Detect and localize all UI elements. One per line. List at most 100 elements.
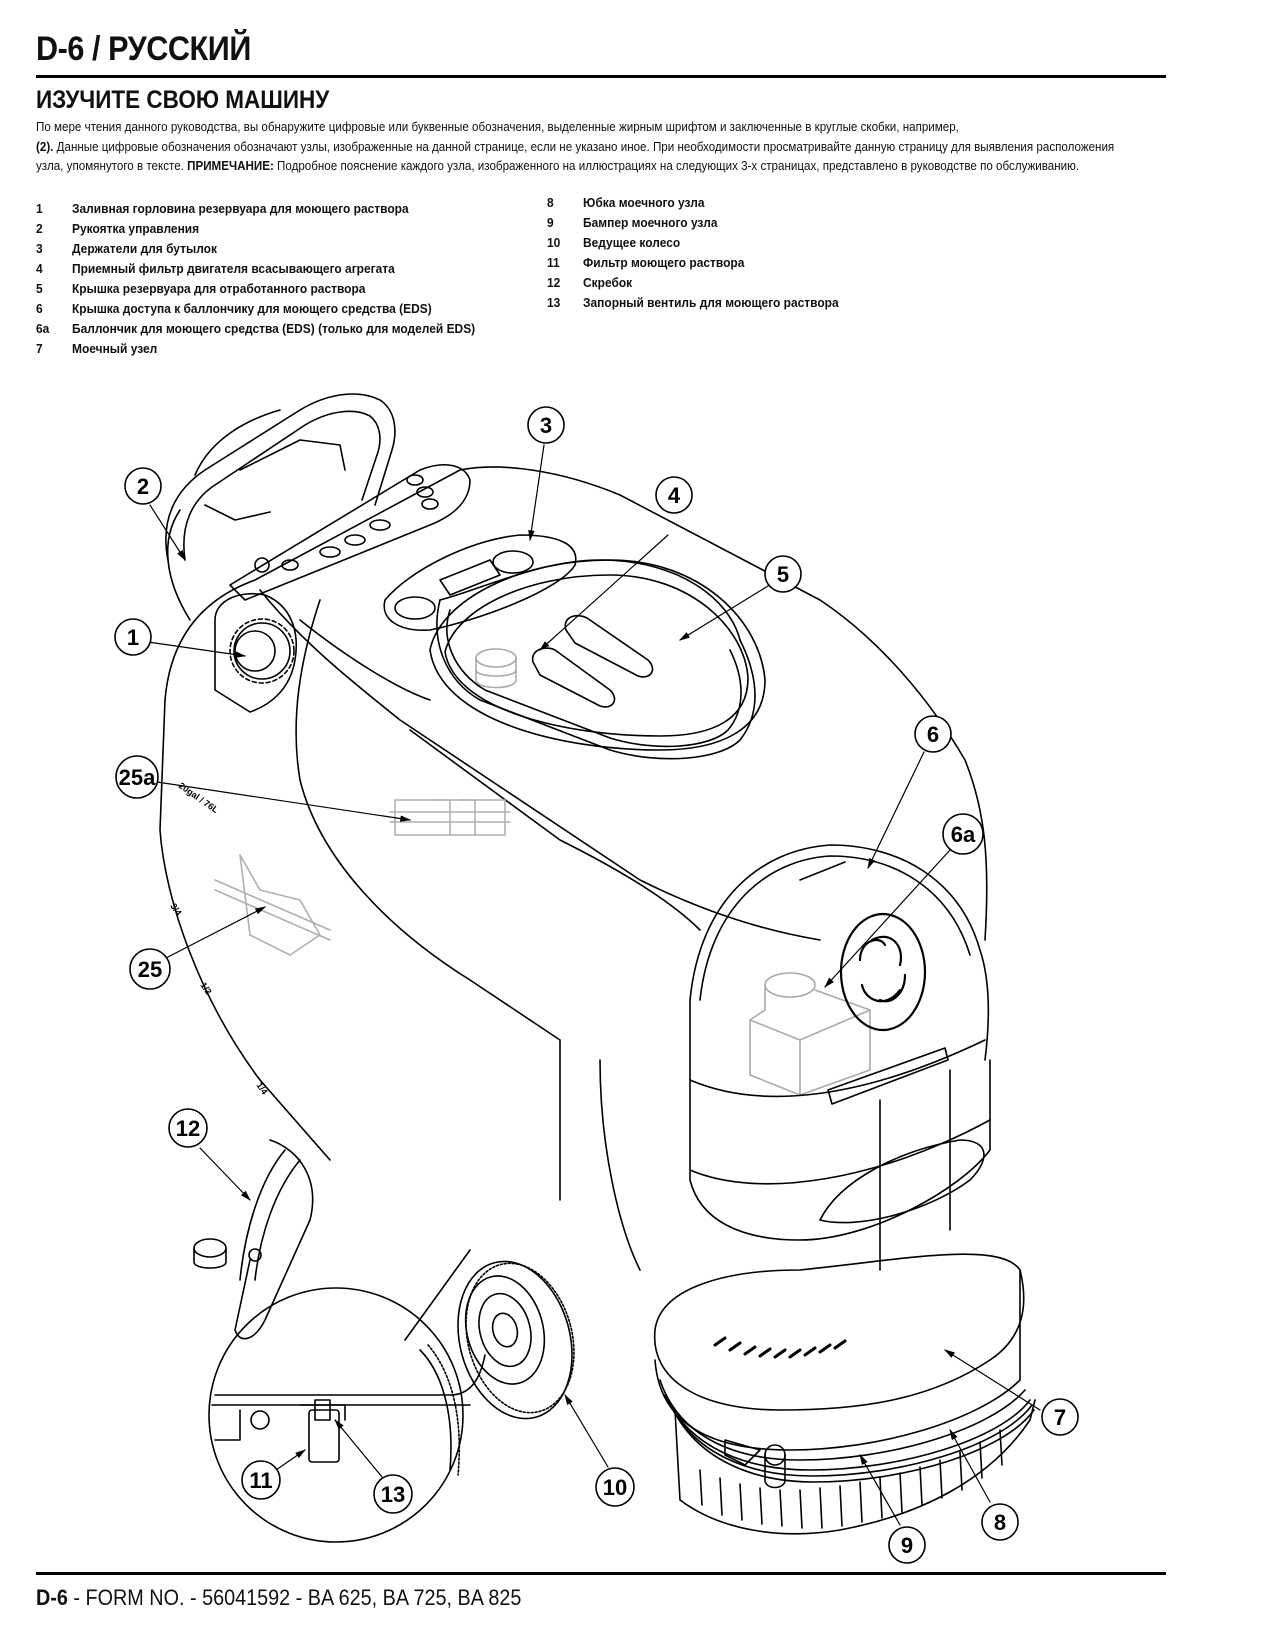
callout-9: 9 [888,1526,926,1564]
scrub-deck [653,1253,1036,1535]
callout-6: 6 [914,715,952,753]
legend-item: 3 Держатели для бутылок [36,239,475,259]
legend-item: 13 Запорный вентиль для моющего раствора [547,293,839,313]
svg-text:11: 11 [249,1468,272,1493]
level-mark-1-2: 1/2 [198,980,213,996]
legend-item: 10 Ведущее колесо [547,233,839,253]
lower-body [559,999,991,1271]
squeegee [193,1139,314,1340]
machine-illustration: 20gal / 76L 3/4 1/2 1/4 [114,393,1079,1564]
legend-label: Держатели для бутылок [72,241,217,256]
callout-25a: 25a [115,755,159,799]
legend-label: Моечный узел [72,341,158,356]
legend-number: 8 [547,195,554,210]
bottle-holders [383,534,577,631]
legend-item: 6 Крышка доступа к баллончику для моющего… [36,299,475,319]
legend-label: Рукоятка управления [72,221,200,236]
svg-text:9: 9 [901,1533,913,1558]
legend-item: 9 Бампер моечного узла [547,213,839,233]
page-title: D-6 / РУССКИЙ [36,30,251,68]
intro-text-1: По мере чтения данного руководства, вы о… [36,119,959,134]
level-mark-1-4: 1/4 [254,1080,269,1096]
svg-text:12: 12 [176,1116,200,1141]
intro-example-ref: (2). [36,138,54,154]
legend-label: Крышка доступа к баллончику для моющего … [72,301,432,316]
legend-item: 11 Фильтр моющего раствора [547,253,839,273]
legend-number: 6a [36,321,50,336]
recovery-tank-lid [429,559,766,751]
svg-text:1: 1 [127,625,139,650]
legend-label: Приемный фильтр двигателя всасывающего а… [72,261,395,276]
legend-number: 3 [36,241,43,256]
legend-item: 2 Рукоятка управления [36,219,475,239]
callout-2: 2 [124,467,162,505]
parts-legend-left: 1 Заливная горловина резервуара для моюще… [36,199,475,359]
legend-number: 12 [547,275,561,290]
legend-label: Ведущее колесо [583,235,681,250]
callout-13: 13 [373,1474,413,1514]
detergent-cartridge [749,972,871,1096]
svg-text:25: 25 [138,957,162,982]
callout-5: 5 [764,555,802,593]
legend-number: 1 [36,201,43,216]
brand-logo [839,912,927,1032]
section-title: ИЗУЧИТЕ СВОЮ МАШИНУ [36,86,330,114]
legend-number: 13 [547,295,561,310]
callout-1: 1 [114,618,152,656]
footer-page-number: D-6 [36,1585,68,1610]
svg-text:8: 8 [994,1510,1006,1535]
detail-inset [208,1249,486,1543]
legend-item: 1 Заливная горловина резервуара для моюще… [36,199,475,219]
inline-filter-ghost [214,799,511,956]
legend-item: 6a Баллончик для моющего средства (EDS) (… [36,319,475,339]
legend-number: 2 [36,221,43,236]
svg-text:25a: 25a [119,765,156,790]
eds-access-cover [689,844,990,1105]
svg-text:10: 10 [603,1475,627,1500]
callout-11: 11 [241,1460,281,1500]
svg-text:3: 3 [540,413,552,438]
callout-7: 7 [1041,1398,1079,1436]
legend-label: Фильтр моющего раствора [583,255,745,270]
legend-number: 9 [547,215,554,230]
callout-8: 8 [981,1503,1019,1541]
legend-number: 10 [547,235,561,250]
legend-item: 12 Скребок [547,273,839,293]
intro-text-2: Данные цифровые обозначения обозначают у… [36,138,1115,174]
svg-text:2: 2 [137,474,149,499]
solution-fill-port [214,593,297,713]
legend-label: Баллончик для моющего средства (EDS) (то… [72,321,476,336]
legend-number: 5 [36,281,43,296]
legend-label: Заливная горловина резервуара для моющег… [72,201,409,216]
scrub-deck-bumper [664,1394,1035,1483]
page-footer: D-6 - FORM NO. - 56041592 - BA 625, BA 7… [36,1585,521,1611]
svg-text:7: 7 [1054,1405,1066,1430]
callout-3: 3 [527,406,565,444]
legend-number: 6 [36,301,43,316]
drive-wheel [457,1260,575,1420]
svg-text:13: 13 [381,1482,405,1507]
callout-10: 10 [595,1467,635,1507]
callout-12: 12 [168,1108,208,1148]
intro-text-3: Подробное пояснение каждого узла, изобра… [273,158,1080,173]
legend-number: 11 [547,255,560,270]
svg-text:6a: 6a [951,822,976,847]
footer-form-info: - FORM NO. - 56041592 - BA 625, BA 725, … [67,1585,522,1610]
legend-number: 4 [36,261,43,276]
legend-label: Запорный вентиль для моющего раствора [583,295,839,310]
legend-label: Бампер моечного узла [583,215,718,230]
svg-text:5: 5 [777,562,789,587]
legend-label: Крышка резервуара для отработанного раст… [72,281,366,296]
vacuum-motor-filter [475,648,517,689]
note-label: ПРИМЕЧАНИЕ: [187,158,274,173]
legend-item: 5 Крышка резервуара для отработанного рас… [36,279,475,299]
callout-leaders [147,444,1041,1526]
legend-item: 4 Приемный фильтр двигателя всасывающего … [36,259,475,279]
control-panel [229,464,471,601]
level-mark-3-4: 3/4 [168,901,183,917]
legend-label: Скребок [583,275,633,290]
svg-text:4: 4 [668,483,681,508]
